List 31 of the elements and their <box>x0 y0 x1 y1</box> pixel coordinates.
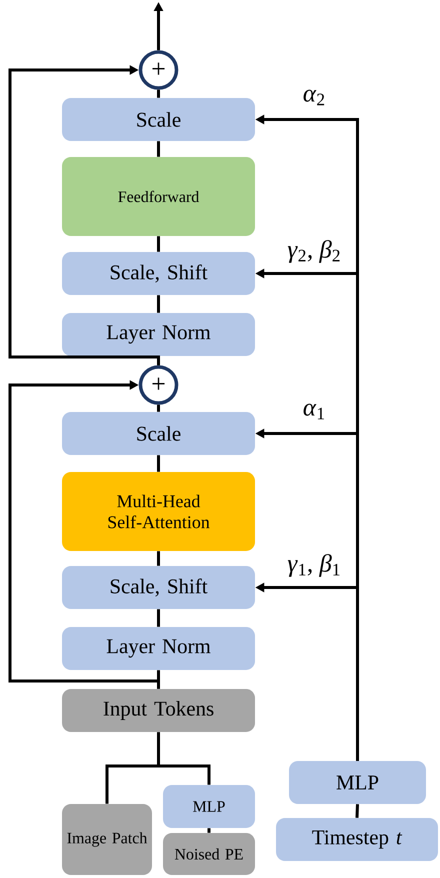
process-box: Multi-Head Self-Attention <box>62 472 255 551</box>
arrow <box>8 65 160 366</box>
edge-label: α$_{1}$ <box>302 402 327 420</box>
process-box: Layer Norm <box>62 313 255 356</box>
process-box: Scale <box>62 98 255 141</box>
connector-line <box>208 828 210 833</box>
process-box: Image Patch <box>62 804 152 875</box>
connector-line <box>157 609 160 627</box>
edge-label: α$_{2}$ <box>302 88 327 106</box>
connector-line <box>157 404 160 412</box>
process-box: MLP <box>289 761 426 804</box>
connector-line <box>356 804 359 818</box>
process-box: Scale, Shift <box>62 566 255 609</box>
process-box: Scale, Shift <box>62 252 255 295</box>
connector-line <box>157 732 210 785</box>
process-box: Layer Norm <box>62 627 255 670</box>
process-box: Feedforward <box>62 157 255 236</box>
process-box: Noised PE <box>163 833 255 875</box>
connector-line <box>157 141 160 157</box>
edge-label: γ$_{1}$, β$_{1}$ <box>286 553 342 578</box>
process-box: MLP <box>163 785 255 828</box>
connector-line <box>157 455 160 472</box>
connector-line <box>157 551 160 566</box>
process-box: Scale <box>62 412 255 455</box>
arrow <box>8 380 160 689</box>
connector-line <box>157 236 160 252</box>
connector-line <box>157 90 160 98</box>
connector-line <box>157 295 160 313</box>
process-box: Timestep t <box>276 818 438 861</box>
edge-label: γ$_{2}$, β$_{2}$ <box>286 239 342 264</box>
process-box: Input Tokens <box>62 689 255 732</box>
